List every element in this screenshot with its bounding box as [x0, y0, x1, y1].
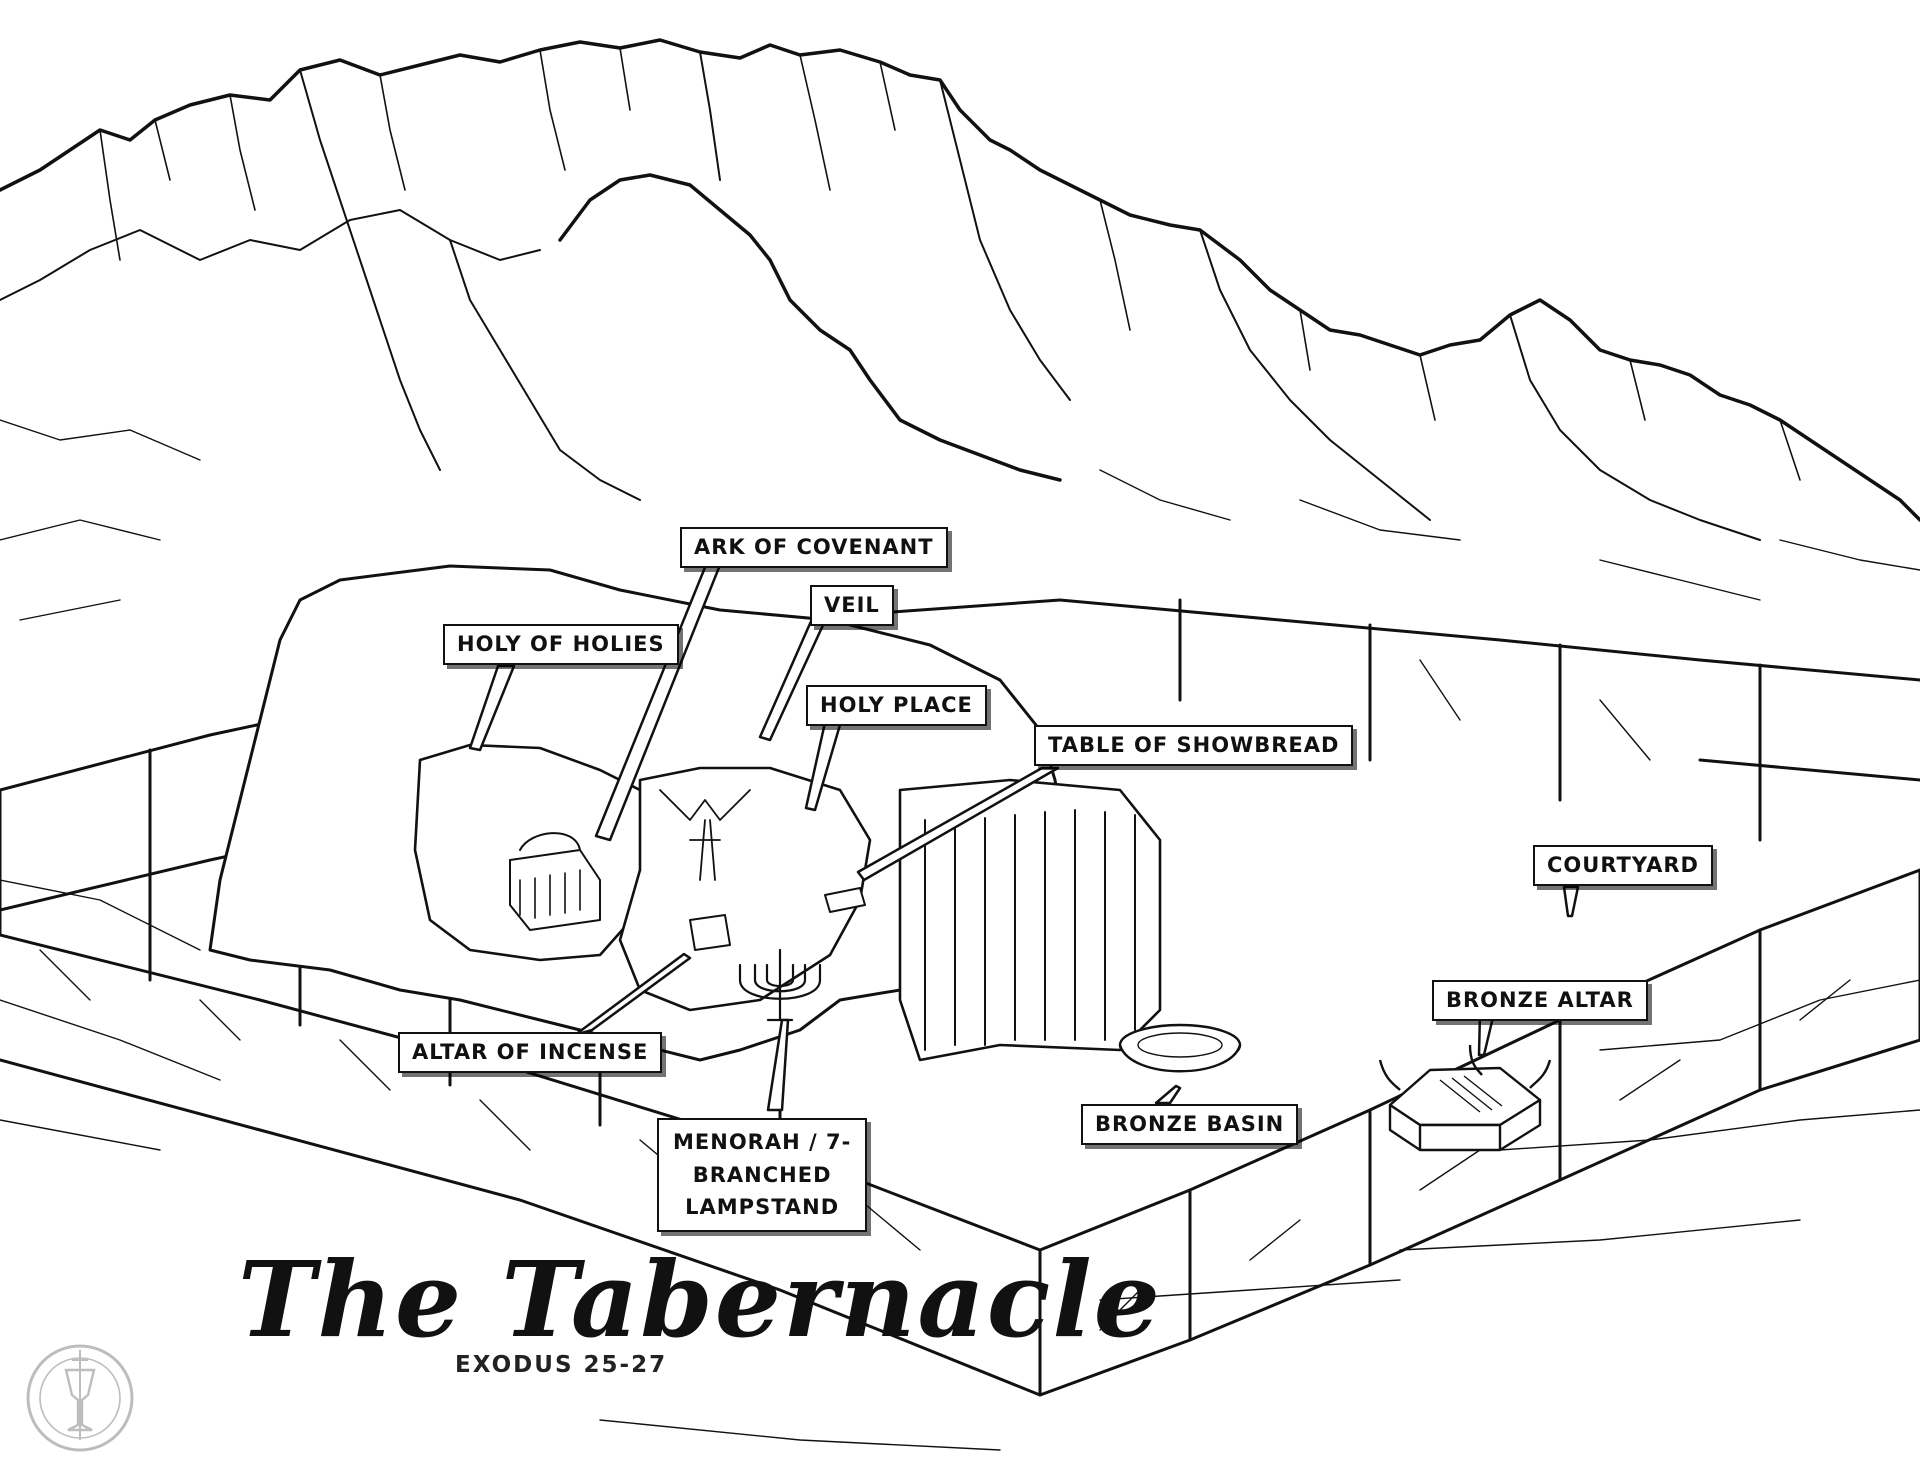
label-menorah: MENORAH / 7- BRANCHED LAMPSTAND [657, 1118, 868, 1232]
label-holy-of-holies: HOLY OF HOLIES [443, 624, 679, 666]
goblet-slayers-seal [26, 1344, 134, 1452]
bronze-basin [1118, 1023, 1242, 1073]
bronze-altar [1378, 1044, 1552, 1152]
label-bronze-basin: BRONZE BASIN [1081, 1104, 1299, 1146]
label-table-of-showbread: TABLE OF SHOWBREAD [1034, 725, 1354, 767]
label-bronze-altar: BRONZE ALTAR [1432, 980, 1648, 1022]
page-subtitle: EXODUS 25-27 [455, 1352, 668, 1378]
label-altar-of-incense: ALTAR OF INCENSE [398, 1032, 663, 1074]
label-ark-of-covenant: ARK OF COVENANT [680, 527, 948, 569]
label-courtyard: COURTYARD [1533, 845, 1713, 887]
label-veil: VEIL [810, 585, 894, 627]
page-title: The Tabernacle [238, 1238, 1162, 1361]
mountain-range [0, 38, 1920, 1451]
label-holy-place: HOLY PLACE [806, 685, 987, 727]
